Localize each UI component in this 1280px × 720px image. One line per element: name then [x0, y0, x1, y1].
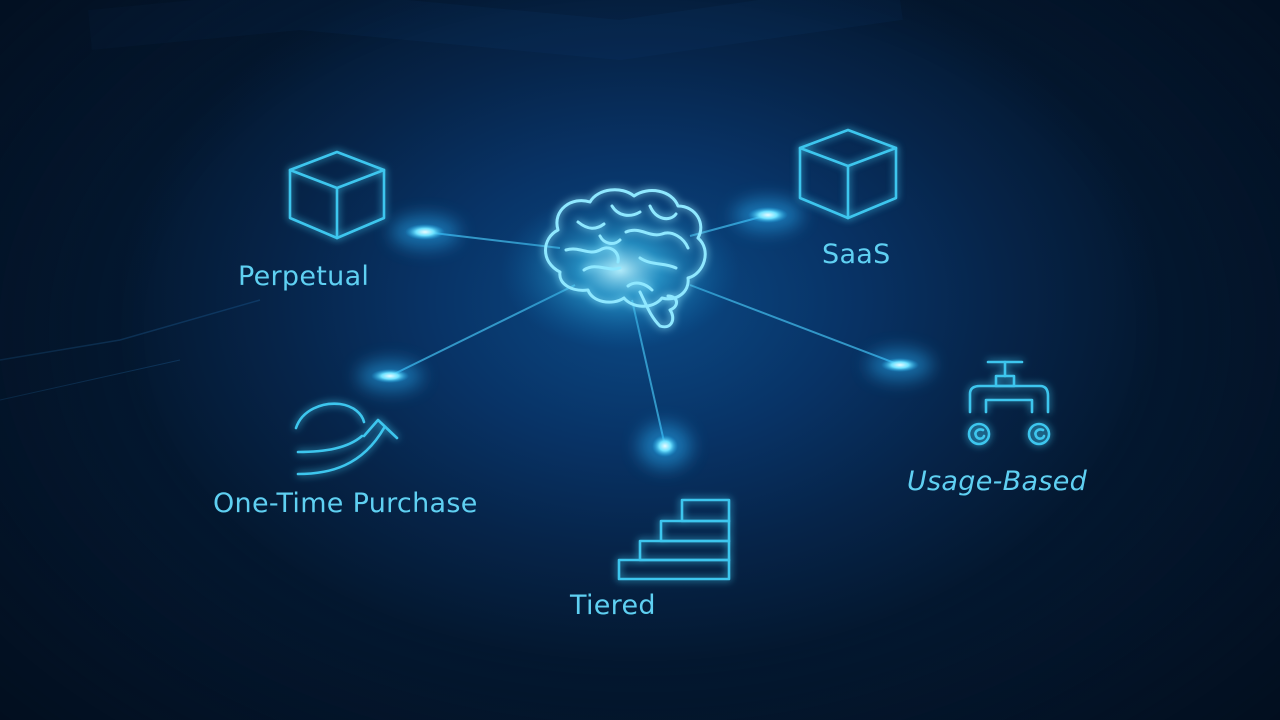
- node-dot-saas: [734, 199, 802, 231]
- label-perpetual: Perpetual: [238, 261, 369, 292]
- faucet-meter-icon: [967, 360, 1051, 446]
- brain-icon: [500, 188, 740, 350]
- curved-arrow-icon: [294, 402, 399, 476]
- node-dot-tiered: [639, 424, 691, 468]
- node-tiered: Tiered: [569, 498, 731, 621]
- node-saas: SaaS: [798, 128, 898, 270]
- cube-icon: [288, 150, 386, 240]
- node-dot-one-time-purchase: [358, 361, 422, 391]
- node-one-time-purchase: One-Time Purchase: [213, 402, 478, 519]
- label-one-time-purchase: One-Time Purchase: [213, 488, 478, 519]
- label-saas: SaaS: [822, 239, 891, 270]
- background-streaks: [0, 0, 903, 401]
- node-dot-usage-based: [868, 350, 932, 380]
- cube-icon: [798, 128, 898, 220]
- node-perpetual: Perpetual: [238, 150, 386, 292]
- label-usage-based: Usage-Based: [907, 466, 1088, 497]
- endpoint-dots: [358, 199, 932, 468]
- node-usage-based: Usage-Based: [907, 360, 1088, 497]
- stairs-icon: [617, 498, 731, 581]
- label-tiered: Tiered: [569, 590, 656, 621]
- node-dot-perpetual: [391, 216, 459, 248]
